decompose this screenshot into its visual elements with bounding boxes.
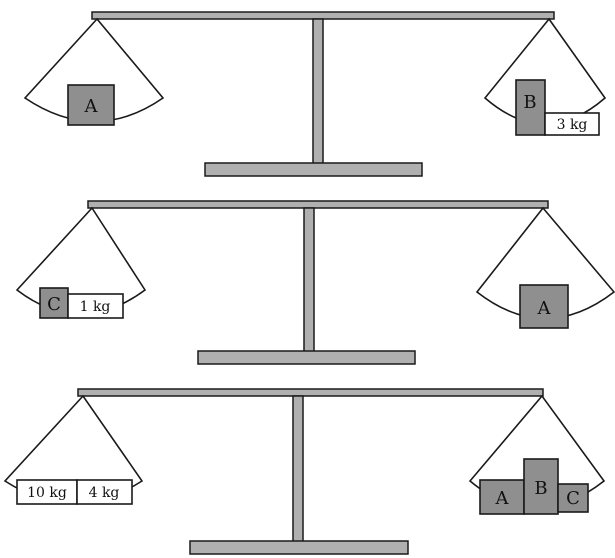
- scale-2-post: [304, 208, 314, 354]
- scale-1-post: [313, 19, 323, 165]
- scale-3-right-block-c-label: C: [566, 488, 580, 509]
- scale-1-left-block-a-label: A: [84, 96, 99, 117]
- balance-scale-1: A B 3 kg: [25, 12, 605, 176]
- scale-3-right-block-a-label: A: [495, 488, 510, 509]
- scale-3-left-weight-1-label: 10 kg: [27, 485, 67, 501]
- scale-2-beam: [88, 201, 548, 208]
- scale-1-right-weight-label: 3 kg: [557, 117, 588, 133]
- scale-1-base: [205, 163, 422, 176]
- scale-3-right-pan: A B C: [470, 396, 604, 514]
- scale-2-left-weight-label: 1 kg: [80, 299, 111, 315]
- scale-2-left-pan: C 1 kg: [17, 208, 145, 318]
- scale-3-beam: [78, 389, 543, 396]
- balance-scale-2: C 1 kg A: [17, 201, 614, 364]
- scale-1-beam: [92, 12, 554, 19]
- scale-2-right-block-a-label: A: [537, 298, 552, 319]
- scale-2-left-block-c-label: C: [47, 294, 61, 315]
- scale-3-left-weight-2-label: 4 kg: [89, 485, 120, 501]
- balance-scale-3: 10 kg 4 kg A B C: [5, 389, 604, 554]
- scale-2-base: [198, 351, 415, 364]
- scale-3-post: [293, 396, 303, 544]
- scale-3-right-block-b-label: B: [534, 478, 547, 499]
- scale-2-right-pan: A: [477, 208, 614, 328]
- scale-3-left-pan: 10 kg 4 kg: [5, 396, 142, 504]
- scale-1-left-pan: A: [25, 19, 163, 125]
- scale-1-right-pan: B 3 kg: [485, 19, 605, 135]
- scale-1-right-block-b-label: B: [523, 92, 536, 113]
- scale-3-base: [190, 541, 408, 554]
